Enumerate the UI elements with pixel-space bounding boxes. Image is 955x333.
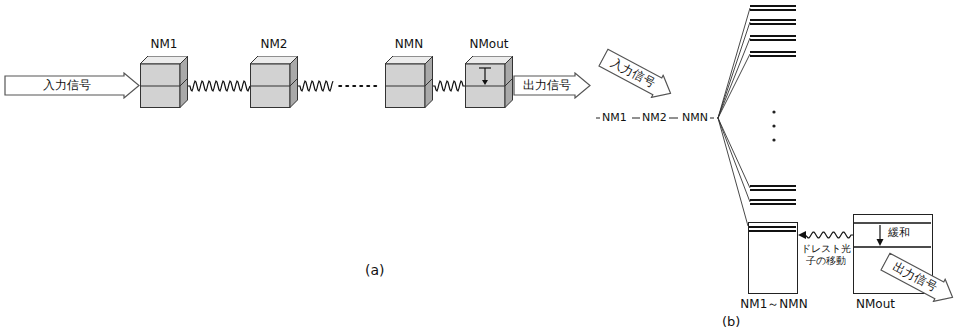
relaxation-label: 緩和 bbox=[888, 226, 910, 239]
cube-shape bbox=[140, 56, 188, 108]
material-label: NMN bbox=[680, 111, 710, 124]
panel-label: (a) bbox=[365, 262, 385, 279]
input-signal-arrow: 入力信号 bbox=[4, 72, 140, 99]
nano-material-cube: NMout bbox=[465, 56, 513, 108]
drawing-stroke bbox=[772, 138, 775, 141]
nano-material-cube: NMN bbox=[385, 56, 433, 108]
drawing-stroke bbox=[482, 80, 488, 85]
drawing-stroke bbox=[750, 9, 796, 11]
nano-material-cube: NM1 bbox=[140, 56, 188, 108]
cube-shape bbox=[385, 56, 433, 108]
node-label: NM2 bbox=[234, 37, 314, 51]
drawing-stroke bbox=[718, 8, 750, 118]
drawing-stroke bbox=[750, 199, 796, 201]
drawing-stroke bbox=[465, 79, 513, 87]
drawing-stroke bbox=[805, 232, 853, 238]
drawing-stroke bbox=[718, 118, 748, 226]
node-label: NM1～NMN bbox=[724, 297, 824, 311]
drawing-stroke bbox=[854, 222, 931, 224]
drawing-stroke bbox=[750, 19, 796, 21]
input-signal-arrow: 入力信号 bbox=[596, 45, 678, 105]
drawing-stroke bbox=[750, 189, 796, 191]
drawing-stroke bbox=[854, 246, 931, 248]
fan-lines bbox=[718, 8, 750, 226]
drawing-stroke bbox=[433, 81, 465, 91]
cube-shape bbox=[250, 56, 298, 108]
drawing-stroke bbox=[750, 35, 796, 37]
drawing-stroke bbox=[750, 39, 796, 41]
drawing-stroke bbox=[750, 203, 796, 205]
drawing-stroke bbox=[484, 68, 485, 82]
drawing-stroke bbox=[750, 51, 796, 53]
drawing-stroke bbox=[750, 5, 796, 7]
arrowhead bbox=[798, 231, 806, 239]
energy-levels bbox=[750, 6, 796, 204]
material-group-box: NM1～NMN bbox=[748, 222, 798, 294]
connector-label: ドレスト光子の移動 bbox=[799, 243, 852, 267]
spring-coupling bbox=[188, 81, 250, 91]
drawing-stroke bbox=[718, 54, 750, 118]
drawing-stroke bbox=[718, 118, 750, 188]
ellipsis-dots bbox=[772, 110, 775, 141]
spring-coupling bbox=[298, 81, 381, 91]
drawing-stroke bbox=[479, 67, 491, 68]
drawing-stroke bbox=[339, 85, 381, 87]
drawing-stroke bbox=[188, 81, 250, 91]
cube-shape bbox=[465, 56, 513, 108]
drawing-stroke bbox=[772, 110, 775, 113]
drawing-stroke bbox=[5, 73, 139, 98]
drawing-stroke bbox=[749, 226, 796, 228]
drawing-stroke bbox=[877, 239, 884, 246]
dressed-photon-wave bbox=[798, 231, 853, 239]
node-label: NMN bbox=[369, 37, 449, 51]
drawing-stroke bbox=[718, 118, 750, 202]
drawing-stroke bbox=[514, 73, 590, 98]
drawing-stroke bbox=[750, 55, 796, 57]
drawing-stroke bbox=[750, 23, 796, 25]
drawing-stroke bbox=[385, 79, 433, 87]
drawing-stroke bbox=[750, 185, 796, 187]
node-label: NMout bbox=[449, 37, 529, 51]
nano-material-cube: NM2 bbox=[250, 56, 298, 108]
drawing-stroke bbox=[880, 251, 955, 309]
drawing-stroke bbox=[598, 47, 677, 105]
material-label: NM2 bbox=[640, 111, 669, 124]
drawing-stroke bbox=[749, 230, 796, 232]
signal-label: 入力信号 bbox=[14, 78, 120, 93]
spring-coupling bbox=[433, 81, 465, 91]
output-signal-arrow: 出力信号 bbox=[513, 72, 591, 99]
drawing-stroke bbox=[879, 225, 880, 241]
drawing-stroke bbox=[772, 124, 775, 127]
drawing-stroke bbox=[140, 79, 188, 87]
node-label: NMout bbox=[856, 297, 895, 311]
drawing-stroke bbox=[250, 79, 298, 87]
level-drawing bbox=[749, 223, 796, 292]
signal-label: 出力信号 bbox=[523, 78, 571, 93]
material-label: NM1 bbox=[600, 111, 629, 124]
drawing-stroke bbox=[298, 81, 333, 91]
drawing-stroke bbox=[718, 38, 750, 118]
panel-label: (b) bbox=[722, 314, 740, 330]
node-label: NM1 bbox=[124, 37, 204, 51]
drawing-stroke bbox=[718, 22, 750, 118]
